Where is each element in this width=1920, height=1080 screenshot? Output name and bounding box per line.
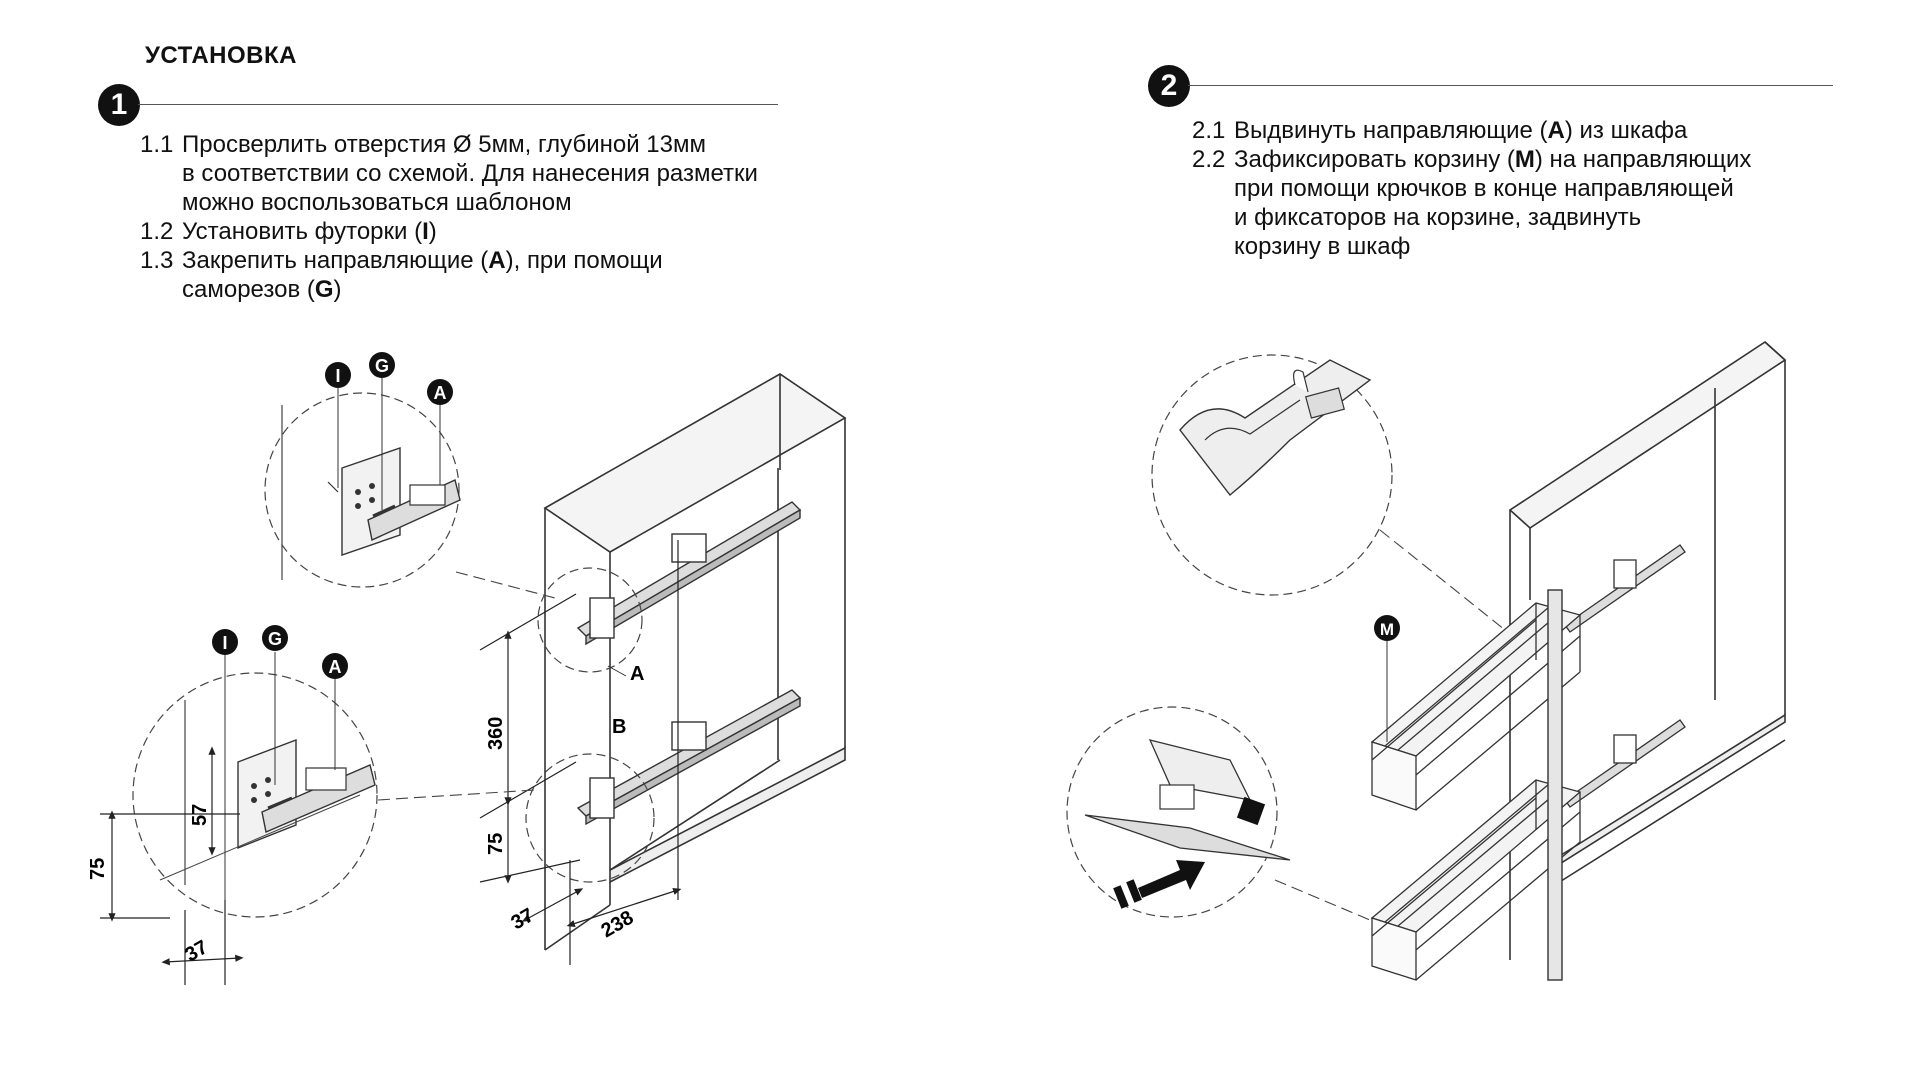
callout-a-upper: A <box>434 383 447 403</box>
instruction-2-1: 2.1 Выдвинуть направляющие (A) из шкафа <box>1192 116 1751 145</box>
step-2-rule <box>1188 85 1833 86</box>
instruction-text: Закрепить направляющие ( <box>182 247 489 274</box>
dimension-75: 75 <box>485 833 507 855</box>
dimension-37-zoom: 37 <box>182 936 212 966</box>
instruction-line: в соответствии со схемой. Для нанесения … <box>182 160 758 187</box>
instruction-text: Выдвинуть направляющие ( <box>1234 117 1548 144</box>
callout-g-upper: G <box>375 356 389 376</box>
rail-upper <box>576 501 802 646</box>
part-code: A <box>488 247 506 274</box>
instruction-2-2: 2.2 Зафиксировать корзину (M) на направл… <box>1192 145 1751 261</box>
zoom-dimensions <box>100 746 244 985</box>
zoom-circle-lower <box>132 672 378 918</box>
instruction-line: при помощи крючков в конце направляющей <box>1234 175 1734 202</box>
callouts-upper <box>325 352 453 510</box>
instruction-number: 2.1 <box>1192 117 1226 144</box>
callout-a-lower: A <box>329 657 342 677</box>
label-letter-a: A <box>630 663 644 685</box>
cabinet-left <box>543 373 847 951</box>
zoom-circle-upper <box>264 392 461 588</box>
instruction-line: Просверлить отверстия Ø 5мм, глубиной 13… <box>182 131 706 158</box>
instruction-text: ) из шкафа <box>1564 117 1688 144</box>
detail-circle-b <box>525 753 655 883</box>
instruction-number: 1.3 <box>140 247 174 274</box>
instruction-1-2: 1.2 Установить футорки (I) <box>140 217 758 246</box>
instruction-number: 1.1 <box>140 131 174 158</box>
label-letter-b: B <box>612 716 626 738</box>
dimension-75-zoom: 75 <box>87 858 109 880</box>
cabinet-right <box>1508 340 1787 960</box>
instruction-text: Установить футорки ( <box>182 218 423 245</box>
instruction-line: можно воспользоваться шаблоном <box>182 189 572 216</box>
step-1-instructions: 1.1 Просверлить отверстия Ø 5мм, глубино… <box>140 130 758 304</box>
rail-lower <box>576 689 802 826</box>
callout-i-upper: I <box>335 366 340 386</box>
callout-m: M <box>1380 620 1394 639</box>
instruction-number: 2.2 <box>1192 146 1226 173</box>
part-code: M <box>1514 146 1535 173</box>
part-code: A <box>1547 117 1565 144</box>
instruction-text: ) на направляющих <box>1534 146 1752 173</box>
callout-m-badge <box>1374 615 1400 641</box>
callout-g-lower: G <box>268 629 282 649</box>
dimension-57: 57 <box>189 804 211 826</box>
instruction-text: ), при помощи <box>505 247 663 274</box>
instruction-line: и фиксаторов на корзине, задвинуть <box>1234 204 1642 231</box>
zoom-circle-right-upper <box>1151 354 1393 596</box>
step-1-badge: 1 <box>98 84 140 126</box>
cabinet-dimensions <box>479 540 682 965</box>
push-arrow-icon <box>1138 860 1205 898</box>
instruction-text: ) <box>428 218 437 245</box>
dimension-238: 238 <box>598 907 638 943</box>
instruction-text: ) <box>333 276 342 303</box>
rails-right <box>1564 544 1686 808</box>
part-code: G <box>314 276 334 303</box>
step-1-rule <box>138 104 778 105</box>
instruction-1-3: 1.3 Закрепить направляющие (A), при помо… <box>140 246 758 304</box>
step-2-instructions: 2.1 Выдвинуть направляющие (A) из шкафа … <box>1192 116 1751 261</box>
detail-circle-a <box>537 567 643 673</box>
instruction-1-1: 1.1 Просверлить отверстия Ø 5мм, глубино… <box>140 130 758 217</box>
instruction-text: Зафиксировать корзину ( <box>1234 146 1515 173</box>
instruction-number: 1.2 <box>140 218 174 245</box>
dimension-37: 37 <box>508 904 538 934</box>
instruction-text: саморезов ( <box>182 276 315 303</box>
page-heading: УСТАНОВКА <box>145 42 297 69</box>
instruction-line: корзину в шкаф <box>1234 233 1411 260</box>
callout-i-lower: I <box>222 633 227 653</box>
step-2-badge: 2 <box>1148 65 1190 107</box>
part-code: I <box>422 218 429 245</box>
zoom-circle-right-lower <box>1066 706 1291 918</box>
basket-lower <box>1370 779 1582 981</box>
dimension-360: 360 <box>485 717 507 750</box>
basket-frame <box>1547 589 1563 981</box>
